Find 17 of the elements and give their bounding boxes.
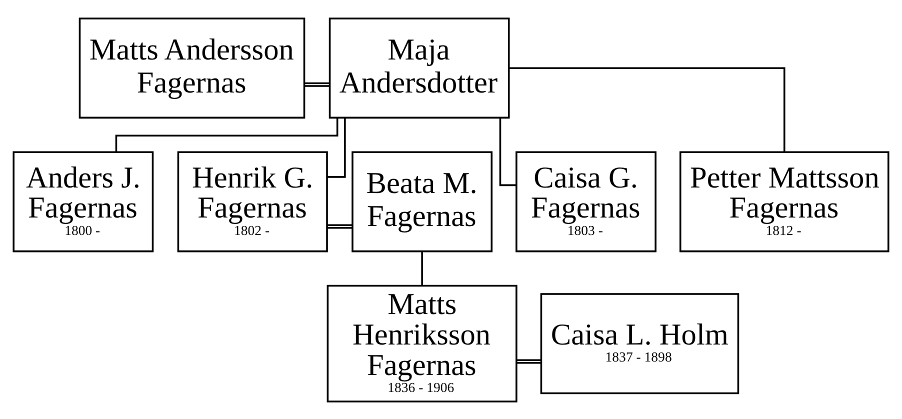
node-box: Beata M. Fagernas [352, 150, 493, 252]
node-box: Matts Andersson Fagernas [78, 17, 306, 118]
connector [327, 224, 352, 228]
connector [327, 118, 346, 178]
connector [499, 117, 516, 186]
connector [516, 358, 542, 364]
connector [421, 250, 423, 285]
connector [304, 82, 330, 86]
node-box: Matts Henriksson Fagernas 1836 - 1906 [326, 284, 518, 402]
node-box: Petter Mattsson Fagernas 1812 - [679, 150, 890, 252]
node-box: Caisa G. Fagernas 1803 - [516, 150, 656, 252]
node-box: Caisa L. Holm 1837 - 1898 [540, 292, 740, 394]
node-box: Anders J. Fagernas 1800 - [12, 150, 154, 252]
connector [509, 66, 786, 152]
node-box: Henrik G. Fagernas 1802 - [177, 150, 328, 252]
connector [115, 117, 338, 152]
node-box: Maja Andersdotter [328, 17, 510, 118]
